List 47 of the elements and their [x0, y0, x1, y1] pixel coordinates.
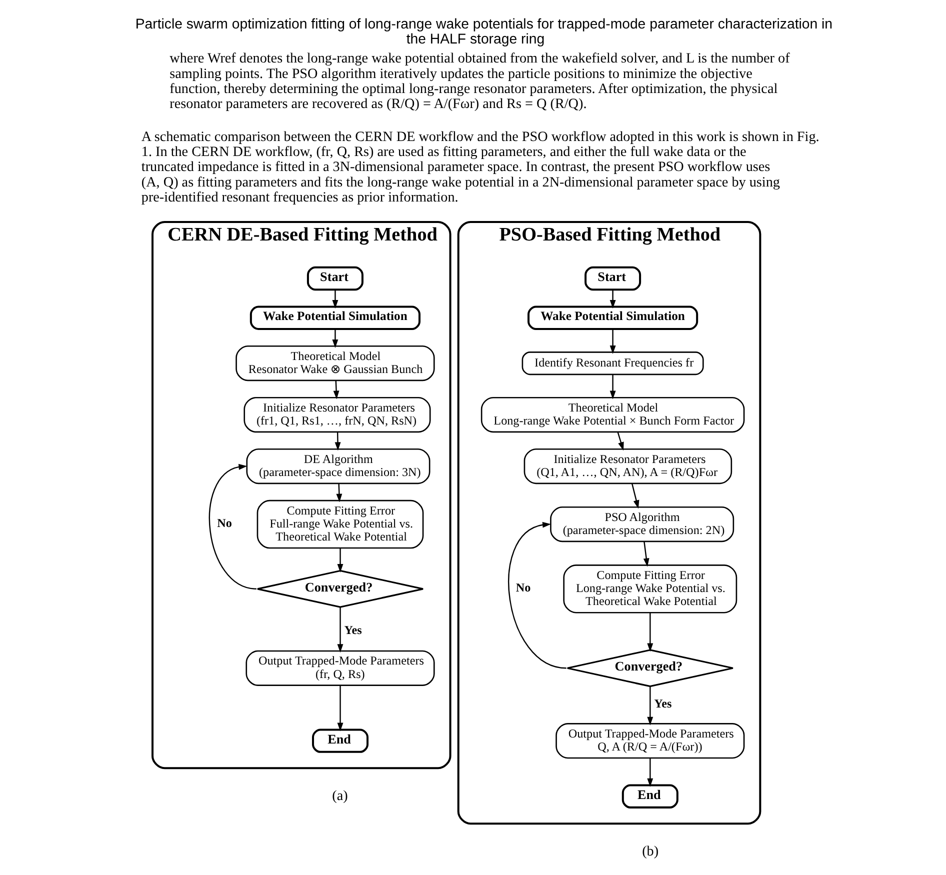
node-box: Compute Fitting Error Long-range Wake Potential vs. Theoretical Wake Potential: [562, 564, 737, 613]
arrow: [508, 521, 566, 668]
arrow: [332, 289, 338, 308]
edge-label: Yes: [344, 622, 362, 636]
arrow: [646, 686, 653, 725]
arrow: [646, 758, 653, 786]
node-box: Output Trapped-Mode Parameters (fr, Q, Rs): [245, 650, 434, 686]
node-label: (b): [642, 843, 658, 860]
label: where Wref denotes the long-range wake potential obtained from the wakefield solver, and L is the number of sampling points. The PSO algorithm iteratively updates the particle positions to minimize the objective function, thereby determining the optimal long-range resonator parameters. After optimization, the physical resonator parameters are recovered as (R/Q) = A/(Fωr) and Rs = Q (R/Q).: [169, 50, 790, 112]
node-box: Start: [306, 266, 363, 290]
node-box: End: [621, 784, 678, 808]
arrow: [336, 482, 342, 502]
edge-label: Yes: [654, 696, 672, 710]
arrow: [332, 328, 338, 348]
node-box: PSO Algorithm (parameter-space dimension: 2N): [550, 506, 734, 542]
arrow: [336, 606, 343, 652]
diagram-title: Particle swarm optimization fitting of long-range wake potentials for trapped-mode parameter characterization in the HALF storage ring: [134, 14, 832, 46]
edge-label: No: [216, 515, 232, 530]
arrow: [630, 482, 639, 508]
node-box: Theoretical Model Resonator Wake ⊗ Gaussian Bunch: [235, 345, 434, 381]
arrow: [616, 431, 624, 450]
node-box: Wake Potential Simulation: [249, 305, 420, 330]
arrow: [609, 328, 616, 354]
node-box: Theoretical Model Long-range Wake Potential × Bunch Form Factor: [480, 396, 744, 432]
node-box: Compute Fitting Error Full-range Wake Potential vs. Theoretical Wake Potential: [256, 499, 424, 548]
node-box: Initialize Resonator Parameters (fr1, Q1, Rs1, …, frN, QN, RsN): [243, 396, 430, 432]
node-box: Initialize Resonator Parameters (Q1, A1, …, QN, AN), A = (R/Q)Fωr: [523, 448, 732, 484]
node-box: Identify Resonant Frequencies fr: [521, 351, 704, 375]
node-diamond: Converged?: [566, 648, 734, 687]
label: A schematic comparison between the CERN DE workflow and the PSO workflow adopted in this work is shown in Fig. 1. In the CERN DE workflow, (fr, Q, Rs) are used as fitting parameters, and either the full wake data or the truncated impedance is fitted in a 3N-dimensional parameter space. In contrast, the present PSO workflow uses (A, Q) as fitting parameters and fits the long-range wake potential in a 2N-dimensional parameter space by using pre-identified resonant frequencies as prior information.: [140, 128, 819, 205]
arrow: [336, 548, 343, 572]
arrow: [334, 431, 340, 450]
arrow: [609, 289, 616, 308]
node-box: DE Algorithm (parameter-space dimension: 3N): [246, 448, 430, 484]
edge-label: No: [515, 580, 530, 594]
arrow: [609, 374, 616, 399]
arrow: [642, 541, 649, 566]
arrow: [332, 380, 339, 399]
node-box: Start: [584, 266, 641, 290]
arrow: [208, 463, 256, 589]
node-box: Output Trapped-Mode Parameters Q, A (R/Q = A/(Fωr)): [555, 722, 744, 758]
node-box: End: [312, 728, 368, 752]
node-diamond: Converged?: [256, 569, 424, 608]
node-box: Wake Potential Simulation: [527, 305, 698, 330]
arrow: [336, 685, 343, 731]
node-label: (a): [332, 788, 348, 804]
arrow: [646, 612, 653, 652]
